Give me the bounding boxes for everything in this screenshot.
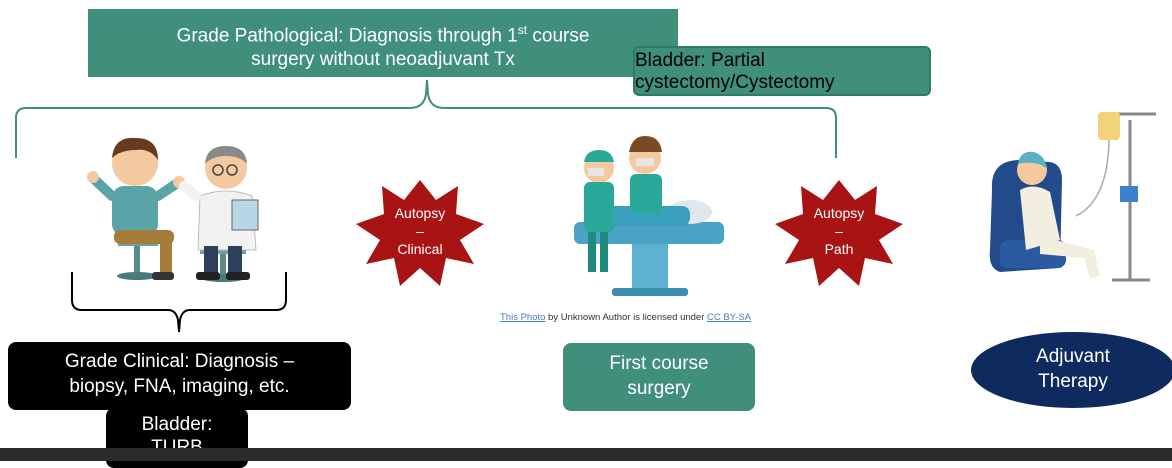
credit-middle: by Unknown Author is licensed under — [545, 312, 708, 323]
license-link[interactable]: CC BY-SA — [707, 312, 752, 323]
first-course-line1: First course — [609, 353, 709, 374]
autopsy-clinical-line2: – — [416, 223, 424, 239]
autopsy-path-star — [775, 180, 903, 286]
autopsy-path-line2: – — [835, 223, 843, 239]
grade-pathological-sup: st — [517, 23, 528, 37]
first-course-surgery-box: First course surgery — [563, 343, 755, 411]
autopsy-clinical-line1: Autopsy — [394, 205, 446, 221]
grade-clinical-title: Grade Clinical — [64, 351, 185, 372]
autopsy-clinical-line3: Clinical — [397, 241, 443, 257]
autopsy-path-line1: Autopsy — [813, 205, 865, 221]
grade-clinical-line2: biopsy, FNA, imaging, etc. — [69, 376, 290, 397]
grade-pathological-line2: surgery without neoadjuvant Tx — [251, 49, 515, 71]
adjuvant-line2: Therapy — [1038, 371, 1108, 392]
footer-bar — [0, 448, 1172, 461]
top-bracket — [15, 79, 837, 158]
bladder-turb-line1: Bladder: — [141, 414, 213, 435]
bladder-partial-line1: Bladder: Partial — [635, 50, 765, 71]
adjuvant-therapy-ellipse: Adjuvant Therapy — [971, 332, 1172, 408]
bottom-bracket — [71, 272, 287, 333]
adjuvant-line1: Adjuvant — [1036, 346, 1110, 367]
photo-link[interactable]: This Photo — [500, 312, 546, 323]
grade-clinical-text: : Diagnosis – — [184, 351, 295, 372]
grade-pathological-box: Grade Pathological: Diagnosis through 1s… — [88, 9, 678, 77]
autopsy-clinical-label: Autopsy – Clinical — [370, 204, 470, 258]
bladder-partial-line2: cystectomy/Cystectomy — [635, 72, 835, 93]
grade-pathological-title: Grade Pathological: — [176, 25, 344, 47]
autopsy-path-line3: Path — [824, 241, 854, 257]
grade-clinical-box: Grade Clinical: Diagnosis – biopsy, FNA,… — [8, 342, 351, 410]
grade-pathological-text-a: Diagnosis through 1 — [343, 25, 518, 47]
first-course-line2: surgery — [627, 378, 691, 399]
photo-credit: This Photo by Unknown Author is licensed… — [500, 312, 751, 323]
grade-pathological-text-b: course — [527, 25, 590, 47]
bladder-partial-box: Bladder: Partial cystectomy/Cystectomy — [633, 46, 931, 96]
autopsy-clinical-star — [356, 180, 484, 286]
autopsy-path-label: Autopsy – Path — [789, 204, 889, 258]
